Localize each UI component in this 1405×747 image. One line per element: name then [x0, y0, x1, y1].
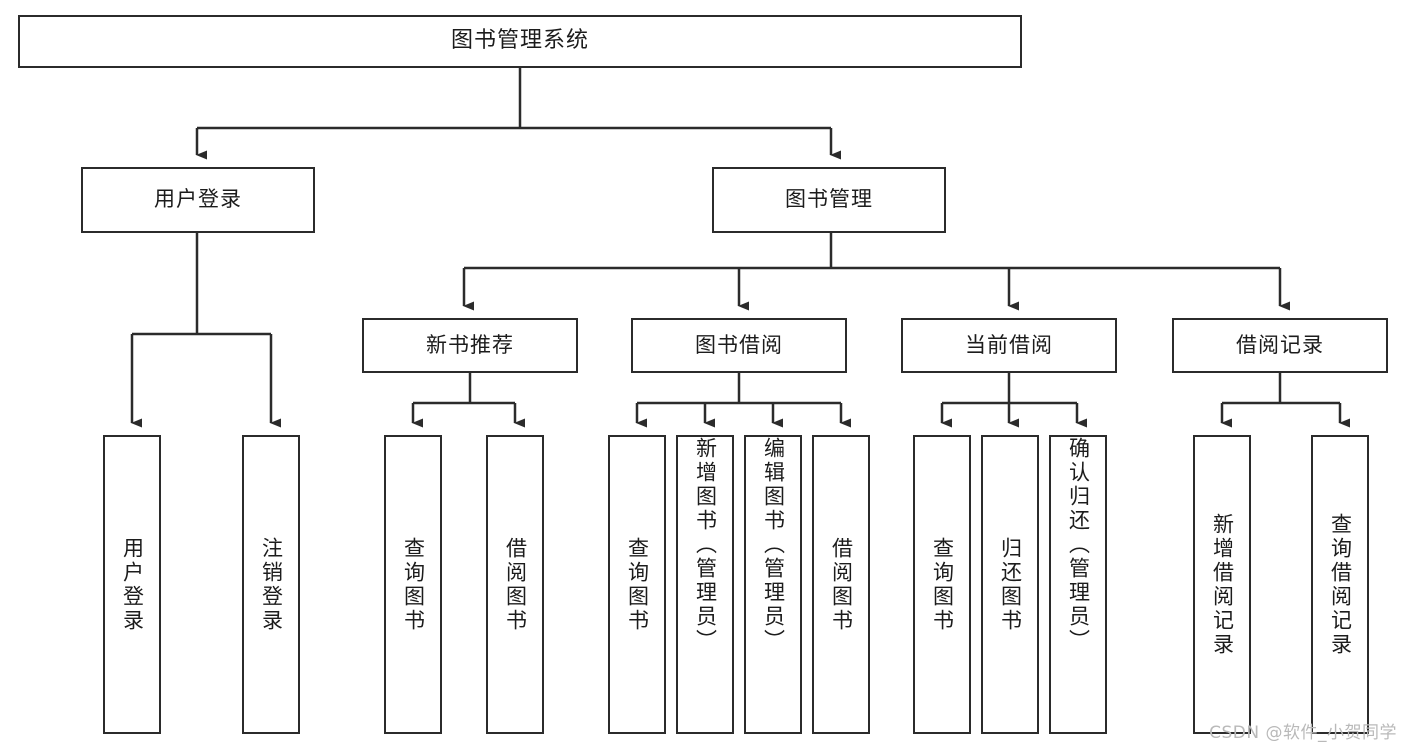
node-label: 借阅图书: [503, 536, 528, 633]
node-book-borrowing[interactable]: 图书借阅: [631, 318, 847, 373]
leaf-node-query-borrow-record[interactable]: 查询借阅记录: [1311, 435, 1369, 734]
leaf-node-edit-book-admin[interactable]: 编辑图书（管理员）: [744, 435, 802, 734]
leaf-node-confirm-return-admin[interactable]: 确认归还（管理员）: [1049, 435, 1107, 734]
node-label: 查询图书: [930, 536, 955, 633]
leaf-node-query-book-newbook[interactable]: 查询图书: [384, 435, 442, 734]
node-label: 新增图书（管理员）: [693, 437, 718, 653]
node-user-login[interactable]: 用户登录: [81, 167, 315, 233]
leaf-node-return-book[interactable]: 归还图书: [981, 435, 1039, 734]
node-label: 用户登录: [154, 187, 242, 212]
node-label: 查询图书: [625, 536, 650, 633]
node-label: 借阅记录: [1236, 332, 1324, 357]
node-label: 图书借阅: [695, 332, 783, 357]
node-label: 归还图书: [998, 536, 1023, 633]
node-label: 查询图书: [401, 536, 426, 633]
leaf-node-query-book-borrow[interactable]: 查询图书: [608, 435, 666, 734]
node-label: 新书推荐: [426, 332, 514, 357]
leaf-node-user-login[interactable]: 用户登录: [103, 435, 161, 734]
node-label: 注销登录: [259, 536, 284, 633]
node-label: 图书管理系统: [450, 28, 589, 54]
node-current-borrowing[interactable]: 当前借阅: [901, 318, 1117, 373]
node-label: 用户登录: [120, 536, 145, 633]
node-label: 当前借阅: [965, 332, 1053, 357]
node-label: 借阅图书: [829, 536, 854, 633]
leaf-node-add-book-admin[interactable]: 新增图书（管理员）: [676, 435, 734, 734]
node-new-book-recommendation[interactable]: 新书推荐: [362, 318, 578, 373]
leaf-node-borrow-book-newbook[interactable]: 借阅图书: [486, 435, 544, 734]
node-label: 编辑图书（管理员）: [761, 437, 786, 653]
node-borrowing-record[interactable]: 借阅记录: [1172, 318, 1388, 373]
watermark: CSDN @软件_小贺同学: [1209, 723, 1397, 743]
node-label: 新增借阅记录: [1210, 512, 1235, 657]
node-root-book-management-system[interactable]: 图书管理系统: [18, 15, 1022, 68]
node-book-management[interactable]: 图书管理: [712, 167, 946, 233]
node-label: 查询借阅记录: [1328, 512, 1353, 657]
leaf-node-borrow-book[interactable]: 借阅图书: [812, 435, 870, 734]
node-label: 确认归还（管理员）: [1066, 437, 1091, 653]
node-label: 图书管理: [785, 187, 873, 212]
leaf-node-logout[interactable]: 注销登录: [242, 435, 300, 734]
leaf-node-add-borrow-record[interactable]: 新增借阅记录: [1193, 435, 1251, 734]
leaf-node-query-book-current[interactable]: 查询图书: [913, 435, 971, 734]
